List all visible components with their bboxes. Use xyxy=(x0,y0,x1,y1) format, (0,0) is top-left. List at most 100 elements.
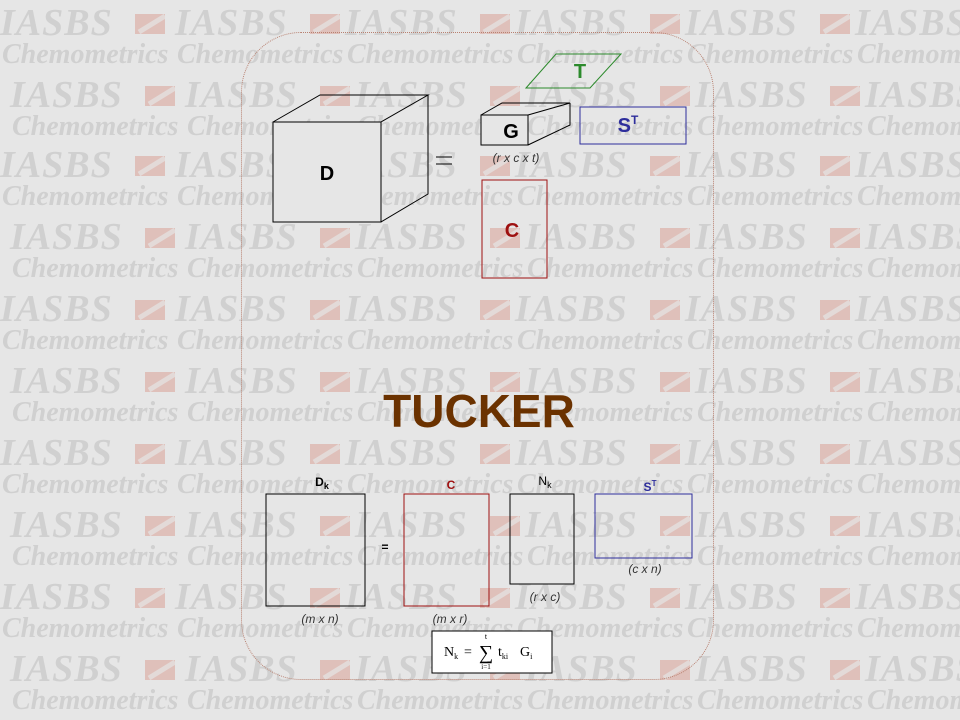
st-bottom-sup: T xyxy=(652,479,657,488)
watermark-line1: IASBS xyxy=(175,2,288,44)
watermark-line1: IASBS xyxy=(345,2,458,44)
watermark-line2: Chemometrics xyxy=(697,685,864,716)
watermark-line1: IASBS xyxy=(10,360,123,402)
watermark-flag-icon xyxy=(830,82,866,108)
watermark-line2: Chemometrics xyxy=(697,111,864,142)
watermark-line1: IASBS xyxy=(865,504,960,546)
top-equals-sign xyxy=(436,156,452,165)
cube-side-face xyxy=(380,95,429,223)
watermark-flag-icon xyxy=(135,440,171,466)
watermark-flag-icon xyxy=(650,296,686,322)
watermark-flag-icon xyxy=(650,10,686,36)
watermark-line1: IASBS xyxy=(515,144,628,186)
watermark-line1: IASBS xyxy=(185,504,298,546)
watermark-line1: IASBS xyxy=(685,576,798,618)
watermark-line2: Chemometrics xyxy=(697,253,864,284)
watermark-line2: Chemometrics xyxy=(857,325,960,356)
watermark-line2: Chemometrics xyxy=(867,541,960,572)
watermark-flag-icon xyxy=(320,82,356,108)
watermark-flag-icon xyxy=(135,152,171,178)
watermark-line2: Chemometrics xyxy=(187,541,354,572)
watermark-line2: Chemometrics xyxy=(687,39,854,70)
watermark-flag-icon xyxy=(135,296,171,322)
watermark-line1: IASBS xyxy=(175,144,288,186)
watermark-line2: Chemometrics xyxy=(357,685,524,716)
watermark-line2: Chemometrics xyxy=(867,685,960,716)
formula-term1: tki xyxy=(498,645,509,661)
core-side-face xyxy=(527,103,571,146)
c-label-bottom: C xyxy=(447,478,456,492)
watermark-line1: IASBS xyxy=(865,74,960,116)
watermark-flag-icon xyxy=(480,296,516,322)
watermark-line2: Chemometrics xyxy=(867,253,960,284)
watermark-line1: IASBS xyxy=(685,288,798,330)
watermark-line2: Chemometrics xyxy=(867,397,960,428)
formula-lhs-sub: k xyxy=(454,652,458,661)
st-label-top: ST xyxy=(618,113,639,137)
watermark-line2: Chemometrics xyxy=(527,397,694,428)
watermark-line1: IASBS xyxy=(525,504,638,546)
c-matrix-top xyxy=(481,179,548,279)
watermark-line1: IASBS xyxy=(525,360,638,402)
watermark-flag-icon xyxy=(310,10,346,36)
formula: Nk = t ∑ i=1 tki Gi xyxy=(444,632,533,671)
watermark-flag-icon xyxy=(660,368,696,394)
watermark-line2: Chemometrics xyxy=(187,253,354,284)
watermark-line2: Chemometrics xyxy=(347,325,514,356)
t-label: T xyxy=(574,61,586,83)
watermark-line2: Chemometrics xyxy=(2,325,169,356)
watermark-line1: IASBS xyxy=(0,144,113,186)
dk-matrix xyxy=(265,493,366,607)
watermark-line1: IASBS xyxy=(865,648,960,690)
st-top-base: S xyxy=(618,115,631,137)
watermark-line2: Chemometrics xyxy=(187,685,354,716)
watermark-flag-icon xyxy=(820,584,856,610)
watermark-line1: IASBS xyxy=(515,2,628,44)
st-top-sup: T xyxy=(631,113,639,127)
watermark-line1: IASBS xyxy=(855,576,960,618)
watermark-line2: Chemometrics xyxy=(12,111,179,142)
watermark-line2: Chemometrics xyxy=(857,469,960,500)
c-matrix-bottom xyxy=(403,493,490,607)
watermark-line1: IASBS xyxy=(10,74,123,116)
formula-term1-base: t xyxy=(498,645,502,660)
watermark-flag-icon xyxy=(480,440,516,466)
formula-sum: ∑ xyxy=(479,642,493,664)
watermark-line2: Chemometrics xyxy=(697,397,864,428)
watermark-flag-icon xyxy=(145,656,181,682)
watermark-line2: Chemometrics xyxy=(687,469,854,500)
st-dims: (c x n) xyxy=(628,562,661,576)
watermark-flag-icon xyxy=(660,224,696,250)
watermark-line2: Chemometrics xyxy=(12,685,179,716)
watermark-flag-icon xyxy=(490,368,526,394)
watermark-flag-icon xyxy=(480,10,516,36)
watermark-line1: IASBS xyxy=(10,504,123,546)
watermark-line1: IASBS xyxy=(185,360,298,402)
core-g-cube xyxy=(480,102,571,146)
watermark-flag-icon xyxy=(820,440,856,466)
st-matrix-top xyxy=(579,106,687,145)
nk-dims: (r x c) xyxy=(530,590,561,604)
watermark-line2: Chemometrics xyxy=(527,541,694,572)
formula-sum-lower: i=1 xyxy=(481,663,491,671)
diagram-frame xyxy=(241,32,714,680)
watermark-line1: IASBS xyxy=(855,2,960,44)
nk-label: Nk xyxy=(538,474,552,490)
